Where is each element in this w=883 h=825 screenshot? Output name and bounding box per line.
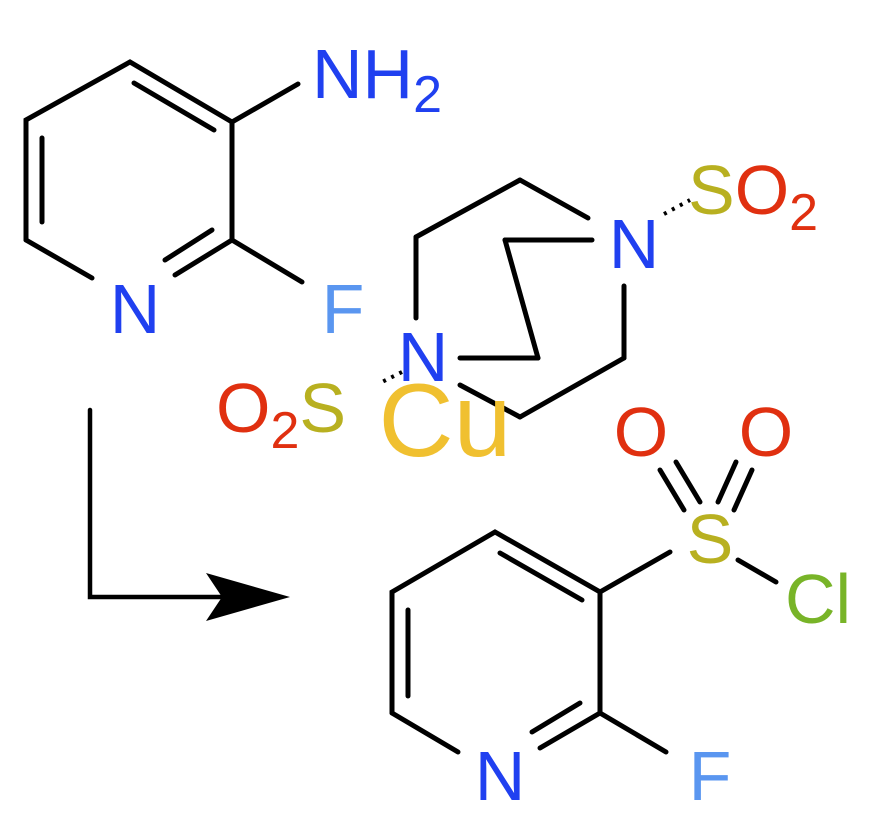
cage-bond-9 [457, 382, 523, 420]
so2-bottom-label: O2S [216, 369, 346, 460]
bond-c2-f [229, 237, 305, 285]
p-bond-s-o-right-b [731, 467, 755, 513]
reactant-ring-bonds [23, 59, 235, 243]
product-sulfur: S [687, 500, 734, 578]
product-chlorine: Cl [785, 560, 851, 638]
cage-bond-2 [517, 177, 591, 221]
product-fluorine: F [689, 737, 732, 815]
p-bond-double-2 [497, 550, 585, 603]
amine-label: NH2 [312, 35, 442, 124]
product-oxygen-right: O [739, 393, 793, 471]
p-bond-s-o-left-b [673, 459, 703, 505]
product-ring-nitrogen: N [475, 737, 526, 815]
product-ring-bonds [389, 529, 603, 716]
cage-bond-5 [502, 237, 541, 361]
arrow-shaft [87, 407, 228, 600]
cage-bond-8 [517, 355, 627, 420]
cage-nitrogen-bottom: N [398, 318, 449, 396]
bond-c6-n [23, 237, 95, 281]
p-bond-s-o-left-a [657, 467, 687, 513]
cage-bond-1 [413, 177, 523, 240]
reaction-arrow [87, 407, 290, 621]
product-molecule: O O S Cl N F [389, 393, 851, 815]
copper-label: Cu [379, 363, 512, 479]
product-oxygen-left: O [614, 393, 668, 471]
p-bond-c2-n [537, 710, 603, 751]
reactant-ring-nitrogen: N [110, 270, 161, 348]
p-bond-c2-f [597, 710, 669, 755]
p-bond-s-o-right-a [715, 459, 739, 505]
cage-nitrogen-top: N [609, 205, 660, 283]
bond-double-3 [162, 227, 215, 263]
p-bond-c6-n [389, 710, 461, 755]
arrow-head [206, 573, 290, 621]
reagent-complex: N N SO2 O2S Cu [216, 151, 818, 479]
p-bond-c3-s [597, 549, 673, 595]
p-bond-s-cl [735, 557, 779, 585]
reactant-fluorine: F [322, 270, 365, 348]
n-so2-dative-top [663, 198, 691, 216]
p-bond-double-3 [529, 700, 583, 735]
bond-c2-n [172, 237, 235, 278]
bond-c3-nh2 [229, 81, 301, 125]
reactant-molecule: NH2 N F [23, 35, 442, 348]
so2-top-label: SO2 [688, 151, 818, 242]
bond-double-2 [131, 80, 217, 133]
